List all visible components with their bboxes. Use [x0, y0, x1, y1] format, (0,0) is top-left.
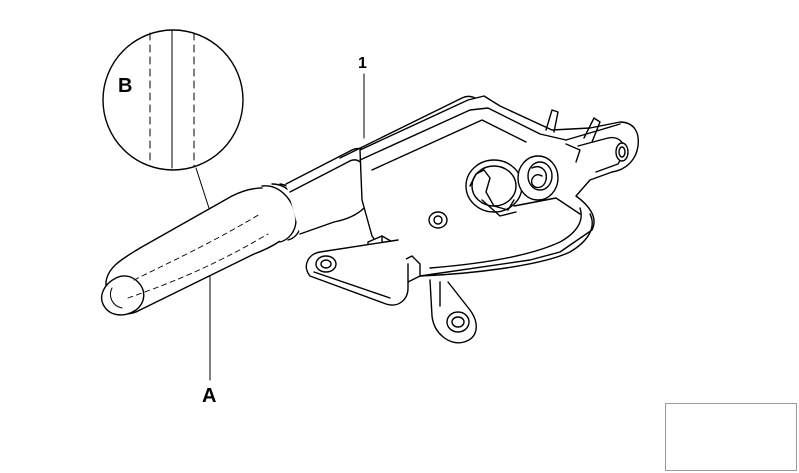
detail-circle-b	[102, 29, 244, 237]
callout-leaders	[209, 73, 365, 381]
vehicle-location-thumbnail	[665, 403, 797, 471]
callout-part-1: 1	[358, 55, 367, 72]
callout-detail-b: B	[118, 75, 133, 97]
mounting-bracket-right	[429, 279, 477, 344]
lever-housing	[359, 95, 639, 277]
handle-grip	[100, 183, 307, 316]
mounting-bracket-left	[305, 239, 409, 306]
callout-detail-a: A	[202, 385, 217, 407]
